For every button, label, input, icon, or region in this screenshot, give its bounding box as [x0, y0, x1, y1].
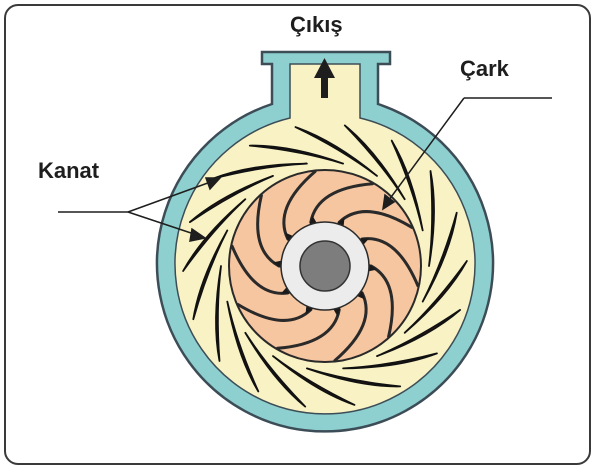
impeller-label: Çark	[460, 58, 509, 80]
shaft	[300, 241, 350, 291]
blade-label: Kanat	[38, 160, 99, 182]
outlet-label: Çıkış	[290, 14, 343, 36]
